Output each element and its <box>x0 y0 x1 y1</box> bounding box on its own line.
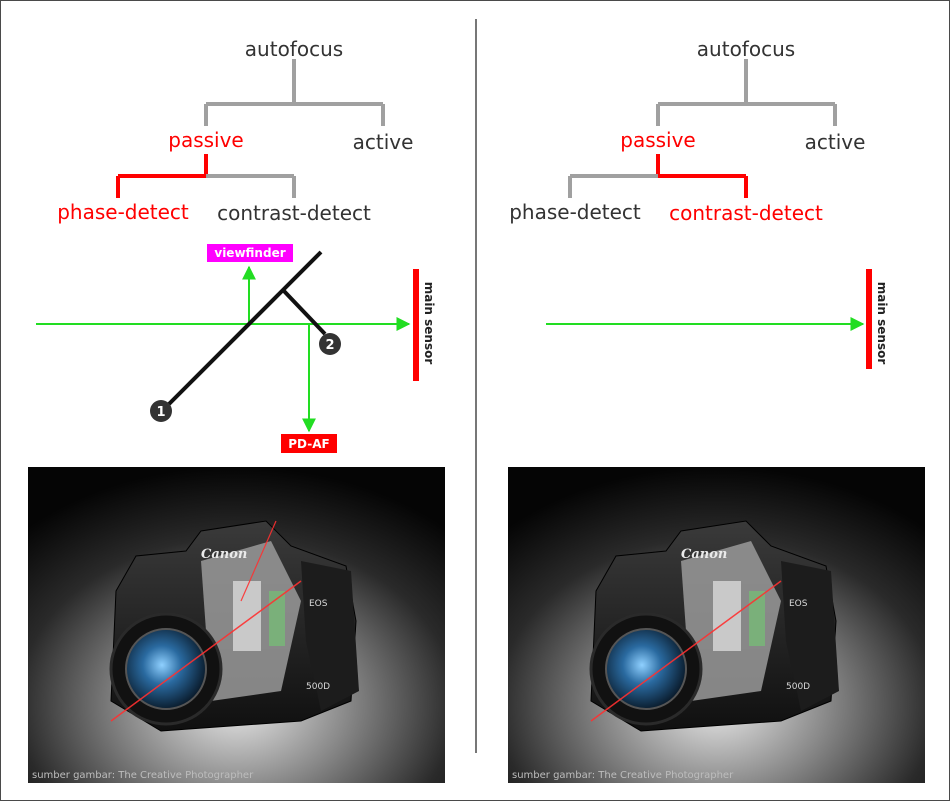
right-tree-phase-detect-label: phase-detect <box>509 200 641 224</box>
left-camera-lens-glass <box>126 629 206 709</box>
mirror-1-marker-label: 1 <box>156 405 165 420</box>
left-camera-light-ray-up <box>240 520 277 602</box>
right-panel: autofocus passive active phase-detect co… <box>508 37 925 783</box>
right-photo-caption: sumber gambar: The Creative Photographer <box>512 770 734 781</box>
left-main-sensor-label: main sensor <box>422 282 436 365</box>
right-tree-passive-label: passive <box>620 128 696 152</box>
right-camera-series: EOS <box>789 599 808 609</box>
left-optical-path-diagram: 1 2 viewfinder PD-AF main sensor <box>36 244 436 453</box>
left-panel: autofocus passive active phase-detect co… <box>28 37 445 783</box>
right-camera-photo: Canon EOS 500D sumber gambar: The Creati… <box>508 467 925 783</box>
right-optical-path-diagram: main sensor <box>546 269 889 369</box>
left-main-sensor <box>413 269 419 381</box>
right-camera-brand: Canon <box>681 547 727 562</box>
right-camera-lens-ring <box>605 628 687 710</box>
left-camera-light-ray <box>110 580 302 722</box>
left-camera-photo: Canon EOS 500D sumber gambar: The Creati… <box>28 467 445 783</box>
right-main-sensor <box>866 269 872 369</box>
right-camera-grip <box>781 561 839 711</box>
mirror-2-marker <box>319 333 341 355</box>
left-camera-lens-ring <box>125 628 207 710</box>
right-camera-pcb <box>749 591 765 646</box>
left-camera-grip <box>301 561 359 711</box>
left-camera-model: 500D <box>306 682 330 692</box>
left-autofocus-tree: autofocus passive active phase-detect co… <box>57 37 413 225</box>
left-camera-mirror-box <box>233 581 261 651</box>
right-main-sensor-label: main sensor <box>875 282 889 365</box>
viewfinder-label-box <box>207 244 293 262</box>
mirror-2-marker-label: 2 <box>325 338 334 353</box>
left-camera-brand: Canon <box>201 547 247 562</box>
right-camera-lens-glass <box>606 629 686 709</box>
secondary-mirror <box>281 288 327 336</box>
mirror-1-marker <box>150 400 172 422</box>
pdaf-label-box <box>281 434 337 453</box>
left-tree-root-label: autofocus <box>245 37 343 61</box>
left-camera-series: EOS <box>309 599 328 609</box>
left-tree-contrast-detect-label: contrast-detect <box>217 201 371 225</box>
pdaf-label: PD-AF <box>288 437 329 451</box>
right-camera-model: 500D <box>786 682 810 692</box>
right-tree-contrast-detect-label: contrast-detect <box>669 201 823 225</box>
left-tree-active-label: active <box>353 130 414 154</box>
right-autofocus-tree: autofocus passive active phase-detect co… <box>509 37 865 225</box>
left-camera-pcb <box>269 591 285 646</box>
right-camera-light-ray <box>590 580 782 722</box>
right-camera-mirror-box <box>713 581 741 651</box>
left-tree-passive-label: passive <box>168 128 244 152</box>
left-tree-phase-detect-label: phase-detect <box>57 200 189 224</box>
right-tree-active-label: active <box>805 130 866 154</box>
left-photo-caption: sumber gambar: The Creative Photographer <box>32 770 254 781</box>
right-tree-root-label: autofocus <box>697 37 795 61</box>
viewfinder-label: viewfinder <box>214 246 285 260</box>
main-mirror <box>161 250 323 412</box>
